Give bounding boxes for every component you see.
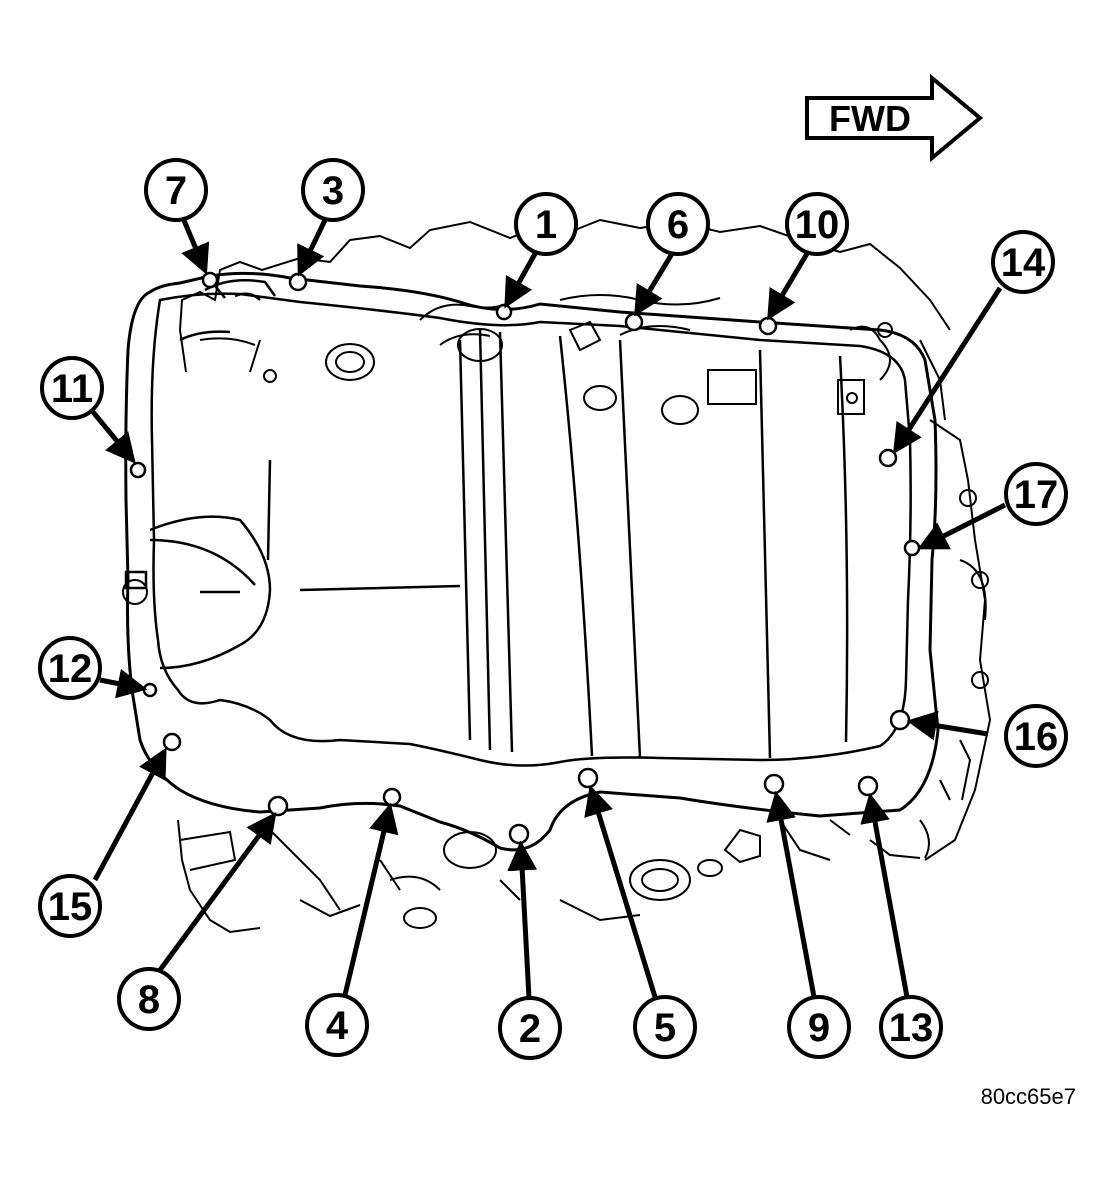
callout-number: 9 [808, 1006, 830, 1050]
callout-leaders [91, 216, 1007, 999]
callout-number: 10 [795, 203, 840, 247]
bolt-16 [889, 709, 911, 731]
forward-direction-arrow: FWD [805, 73, 984, 163]
callout-number: 11 [51, 367, 93, 411]
callout-16: 16 [1004, 704, 1068, 768]
leader-13 [860, 792, 910, 998]
callout-3: 3 [301, 158, 365, 222]
bolt-1 [495, 303, 513, 321]
callout-bubbles: 1 2 3 4 5 6 7 8 [38, 158, 1068, 1060]
callout-1: 1 [514, 192, 578, 256]
bolt-13 [857, 775, 879, 797]
leader-11 [91, 410, 136, 464]
callout-number: 6 [667, 203, 689, 247]
callout-number: 7 [165, 169, 187, 213]
callout-number: 5 [654, 1006, 676, 1050]
bolt-9 [763, 773, 785, 795]
leader-1 [504, 250, 539, 309]
figure-id: 80cc65e7 [981, 1084, 1076, 1109]
callout-number: 12 [48, 647, 93, 691]
callout-number: 4 [326, 1004, 349, 1048]
leader-17 [917, 502, 1007, 550]
callout-14: 14 [991, 230, 1055, 294]
callout-number: 3 [322, 169, 344, 213]
callout-11: 11 [40, 356, 104, 420]
callout-4: 4 [305, 993, 369, 1057]
callout-number: 15 [48, 885, 93, 929]
bolt-14 [878, 448, 898, 468]
callout-10: 10 [785, 192, 849, 256]
oil-pan-flange [124, 271, 940, 852]
callout-number: 8 [138, 978, 160, 1022]
leader-6 [634, 250, 676, 317]
leader-10 [767, 250, 811, 321]
bolt-15 [162, 732, 182, 752]
leader-16 [906, 710, 989, 741]
callout-6: 6 [646, 192, 710, 256]
bolt-10 [758, 316, 778, 336]
callout-5: 5 [633, 995, 697, 1059]
callout-number: 13 [889, 1006, 934, 1050]
bolt-5 [577, 767, 599, 789]
fwd-label: FWD [829, 98, 911, 139]
callout-number: 16 [1014, 715, 1059, 759]
bolt-4 [382, 787, 402, 807]
callout-15: 15 [38, 874, 102, 938]
leader-5 [584, 784, 658, 998]
callout-12: 12 [38, 636, 102, 700]
callout-2: 2 [498, 996, 562, 1060]
leader-3 [297, 216, 329, 277]
leader-15 [92, 747, 167, 882]
callout-number: 1 [535, 203, 557, 247]
bolt-3 [288, 272, 308, 292]
callout-number: 14 [1001, 241, 1046, 285]
callout-number: 2 [519, 1007, 541, 1051]
bolt-8 [267, 795, 289, 817]
leader-7 [180, 217, 210, 275]
leader-4 [342, 802, 399, 996]
callout-7: 7 [144, 158, 208, 222]
bolt-2 [508, 823, 530, 845]
oil-pan-body [122, 279, 912, 767]
bolt-12 [142, 682, 158, 698]
arrow-right-icon [805, 73, 984, 163]
callout-number: 17 [1014, 473, 1059, 517]
leader-14 [892, 286, 1003, 455]
leader-8 [157, 811, 277, 972]
leader-9 [766, 790, 817, 998]
callout-8: 8 [117, 967, 181, 1031]
callout-13: 13 [879, 995, 943, 1059]
bolt-17 [903, 539, 921, 557]
bolt-11 [129, 461, 147, 479]
callout-9: 9 [787, 995, 851, 1059]
leader-12 [99, 668, 148, 699]
bolt-7 [201, 271, 219, 289]
leader-2 [507, 840, 538, 999]
bolt-6 [624, 312, 644, 332]
engine-block-background [177, 218, 992, 934]
callout-17: 17 [1004, 462, 1068, 526]
